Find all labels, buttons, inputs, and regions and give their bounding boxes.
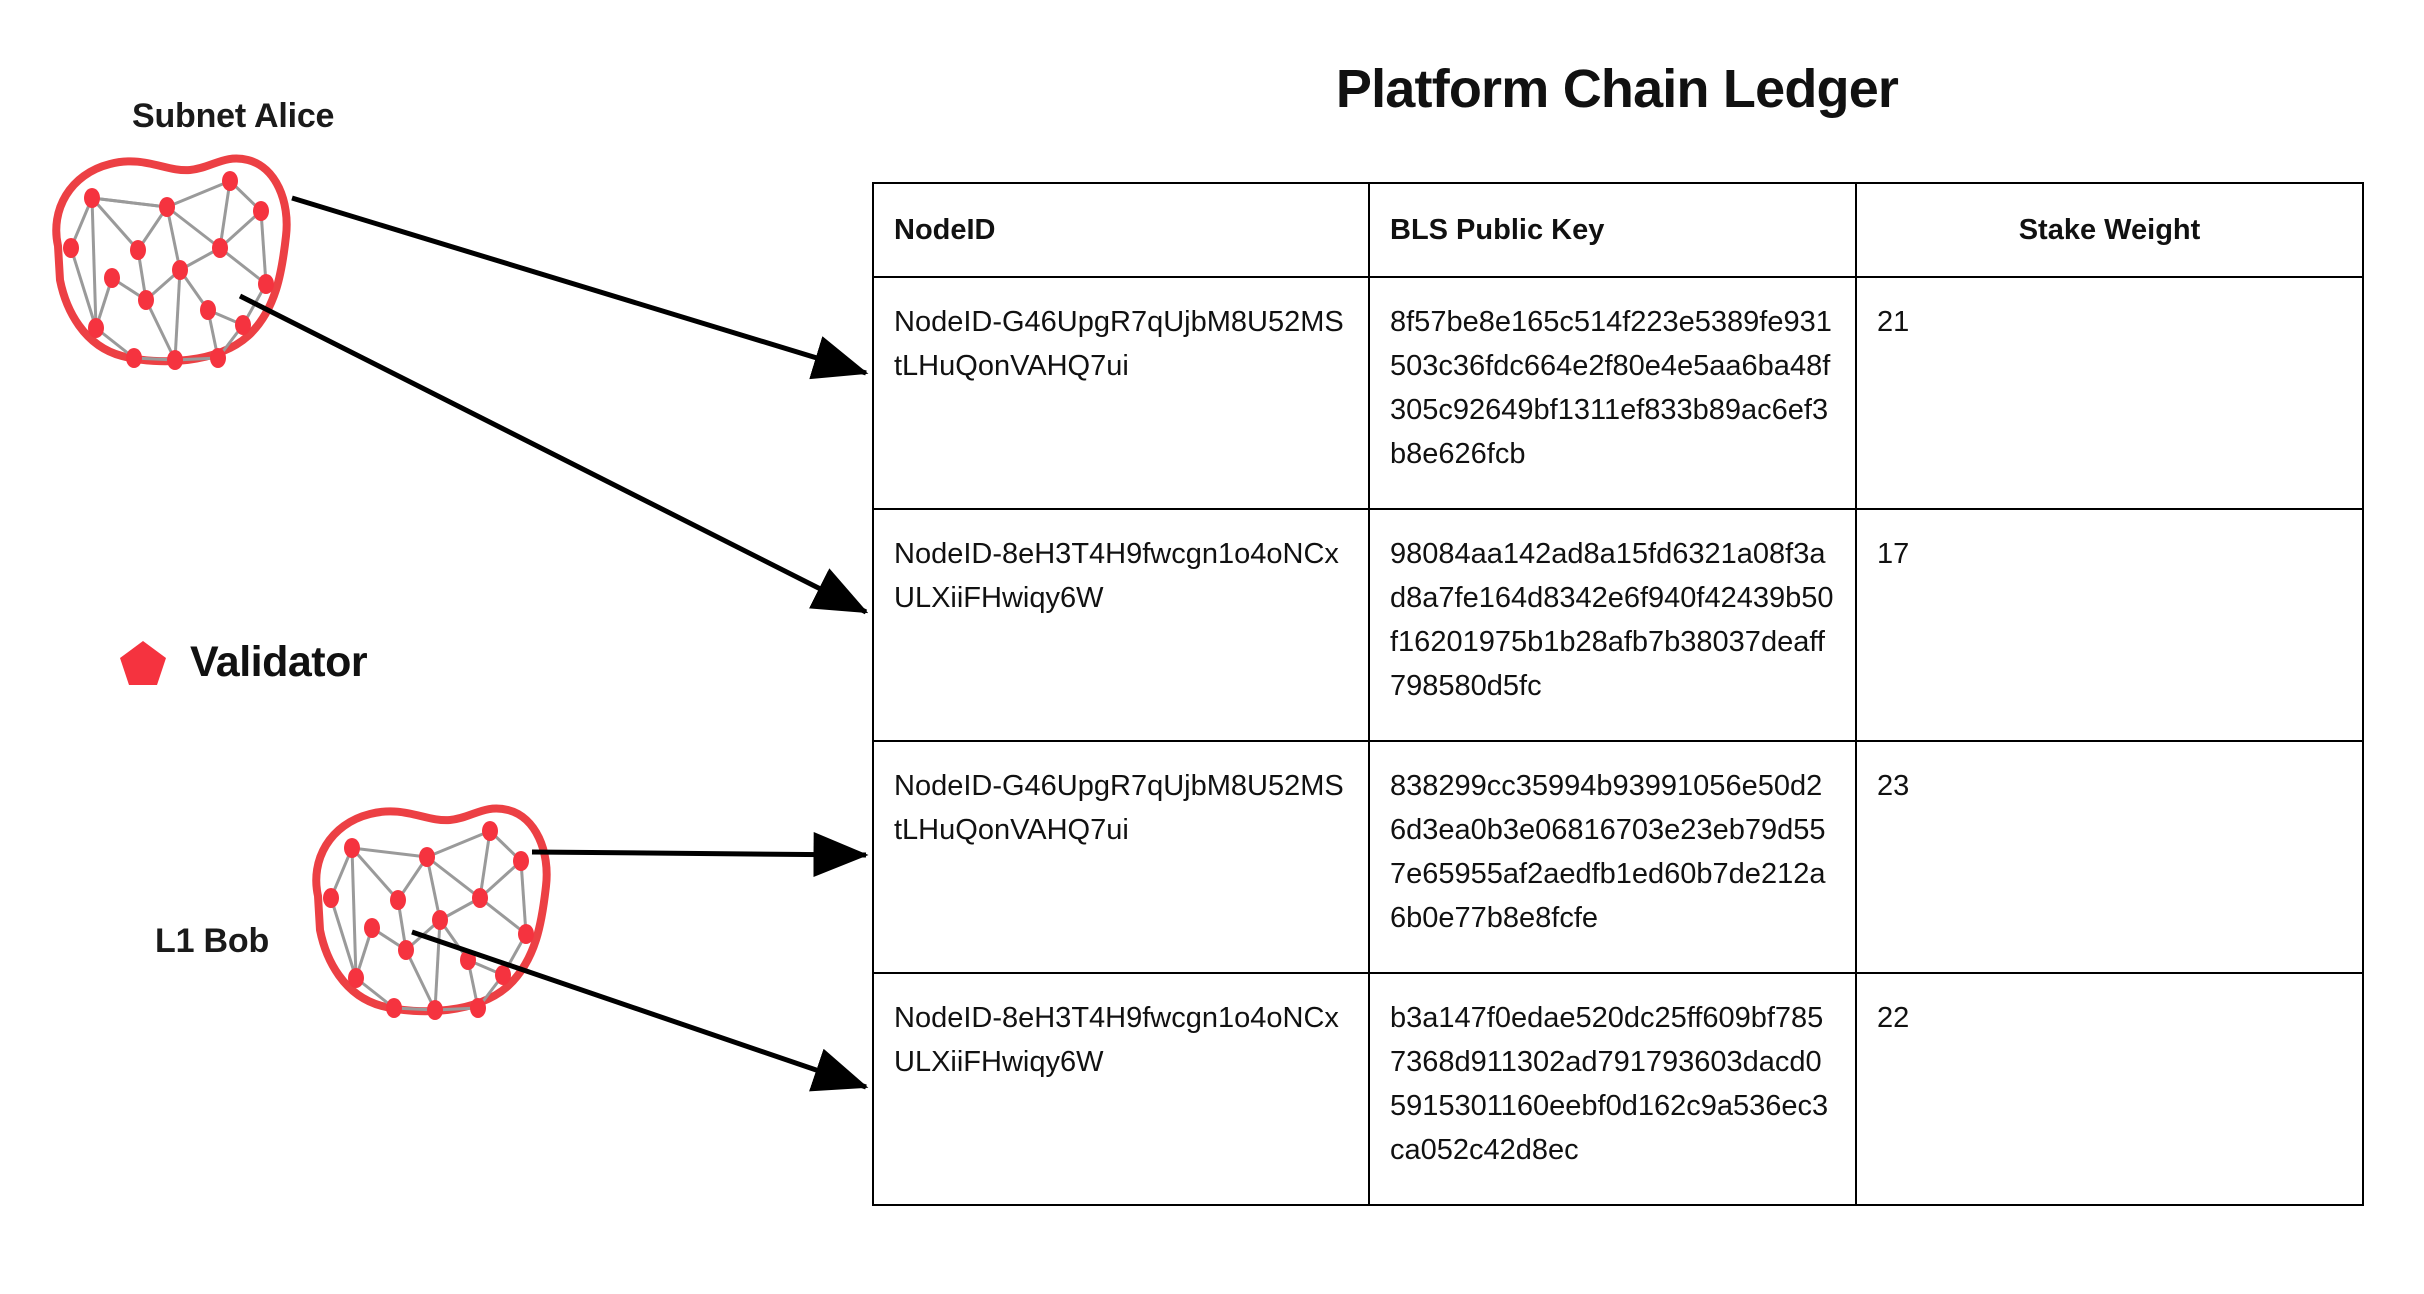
cell-stake-weight: 23 — [1855, 740, 2364, 975]
legend-validator-label: Validator — [190, 638, 368, 686]
cell-bls-public-key: b3a147f0edae520dc25ff609bf7857368d911302… — [1368, 972, 1857, 1207]
cell-bls-public-key: 8f57be8e165c514f223e5389fe931503c36fdc66… — [1368, 276, 1857, 511]
table-header-row: NodeID BLS Public Key Stake Weight — [872, 181, 2364, 279]
cell-bls-public-key: 838299cc35994b93991056e50d26d3ea0b3e0681… — [1368, 740, 1857, 975]
platform-chain-ledger-table: NodeID BLS Public Key Stake Weight NodeI… — [872, 181, 2364, 1207]
page-title: Platform Chain Ledger — [1335, 59, 1899, 119]
table-body: NodeID-G46UpgR7qUjbM8U52MStLHuQonVAHQ7ui… — [872, 276, 2364, 1207]
subnet-alice-label: Subnet Alice — [132, 97, 335, 135]
legend-validator: Validator — [118, 638, 368, 687]
cell-stake-weight: 17 — [1855, 508, 2364, 743]
validator-nodes — [323, 821, 534, 1020]
cell-nodeid: NodeID-G46UpgR7qUjbM8U52MStLHuQonVAHQ7ui — [872, 276, 1370, 511]
column-header-bls-public-key: BLS Public Key — [1368, 181, 1857, 279]
table-row: NodeID-G46UpgR7qUjbM8U52MStLHuQonVAHQ7ui… — [872, 740, 2364, 975]
cell-nodeid: NodeID-8eH3T4H9fwcgn1o4oNCxULXiiFHwiqy6W — [872, 508, 1370, 743]
table-row: NodeID-8eH3T4H9fwcgn1o4oNCxULXiiFHwiqy6W… — [872, 508, 2364, 743]
cell-stake-weight: 21 — [1855, 276, 2364, 511]
arrow-alice-row1 — [291, 195, 869, 380]
cell-bls-public-key: 98084aa142ad8a15fd6321a08f3ad8a7fe164d83… — [1368, 508, 1857, 743]
table-row: NodeID-8eH3T4H9fwcgn1o4oNCxULXiiFHwiqy6W… — [872, 972, 2364, 1207]
subnet-alice-blob — [52, 154, 291, 370]
table-row: NodeID-G46UpgR7qUjbM8U52MStLHuQonVAHQ7ui… — [872, 276, 2364, 511]
arrow-bob-row3 — [531, 832, 869, 878]
validator-nodes — [63, 171, 274, 370]
l1-bob-blob — [312, 804, 551, 1020]
cell-nodeid: NodeID-8eH3T4H9fwcgn1o4oNCxULXiiFHwiqy6W — [872, 972, 1370, 1207]
arrow-alice-row2 — [238, 293, 869, 615]
l1-bob-label: L1 Bob — [155, 922, 270, 960]
pentagon-icon — [120, 640, 166, 685]
cell-stake-weight: 22 — [1855, 972, 2364, 1207]
column-header-nodeid: NodeID — [872, 181, 1370, 279]
table-header: NodeID BLS Public Key Stake Weight — [872, 181, 2364, 279]
column-header-stake-weight: Stake Weight — [1855, 181, 2364, 279]
cell-nodeid: NodeID-G46UpgR7qUjbM8U52MStLHuQonVAHQ7ui — [872, 740, 1370, 975]
